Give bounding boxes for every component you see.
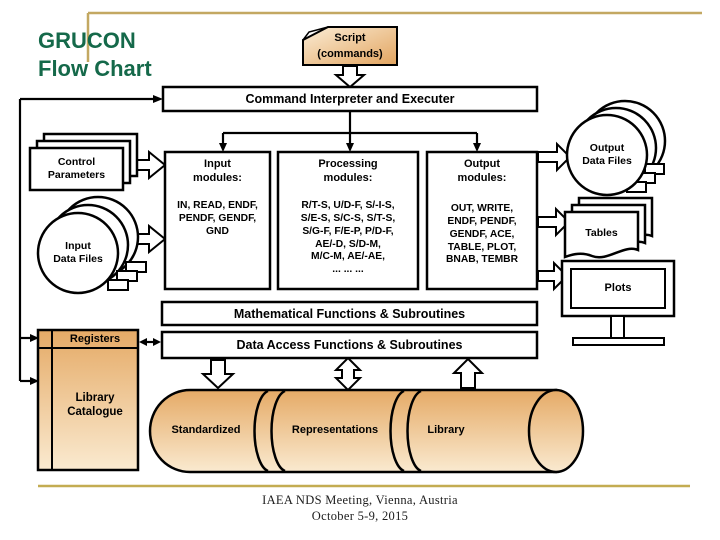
interpreter-label: Command Interpreter and Executer [245, 92, 455, 106]
left-bus-connector [18, 95, 163, 385]
arrow-script-to-interpreter [333, 65, 367, 89]
processing-modules-heading: Processing modules: [318, 158, 378, 184]
output-data-files-disks [565, 99, 667, 197]
interpreter-distribution-connector [219, 111, 481, 152]
output-modules-list: OUT, WRITE, ENDF, PENDF, GENDF, ACE, TAB… [445, 203, 519, 266]
data-access-label: Data Access Functions & Subroutines [236, 338, 463, 352]
arrow-output-to-tables [537, 206, 571, 238]
cylinder-representations-label: Representations [291, 424, 379, 436]
math-functions-label: Mathematical Functions & Subroutines [233, 307, 466, 321]
output-modules-box [425, 150, 539, 291]
library-catalogue-label: Library Catalogue [67, 392, 123, 419]
storage-cylinder [148, 388, 585, 474]
plots-label: Plots [604, 282, 632, 294]
gold-border-lines [38, 11, 702, 488]
interpreter-box [161, 85, 539, 113]
cylinder-library-label: Library [427, 424, 465, 436]
registers-label: Registers [69, 333, 121, 345]
control-parameters-label: Control Parameters [47, 156, 106, 182]
arrow-output-to-datafiles [537, 141, 572, 173]
input-modules-box [163, 150, 272, 291]
input-modules-list: IN, READ, ENDF, PENDF, GENDF, GND [177, 200, 258, 237]
arrow-output-to-plots [537, 260, 569, 292]
arrow-cylinder-to-dataaccess [451, 357, 485, 389]
control-parameters-stack [28, 132, 139, 192]
output-data-files-label: Output Data Files [582, 142, 632, 168]
registers-box [36, 328, 140, 472]
tables-documents [563, 196, 654, 259]
processing-modules-box [276, 150, 420, 291]
arrow-cylinder-bidirectional [333, 356, 363, 392]
data-access-box [160, 330, 539, 360]
footer-text: IAEA NDS Meeting, Vienna, Austria Octobe… [262, 493, 458, 524]
tables-label: Tables [585, 227, 618, 239]
cylinder-standardized-label: Standardized [171, 424, 241, 436]
input-data-files-disks [36, 195, 147, 295]
slide-title: GRUCON Flow Chart [38, 28, 152, 82]
arrow-dataaccess-to-cylinder [200, 359, 236, 390]
module-boxes [163, 150, 539, 291]
registers-dataaccess-arrow [139, 338, 161, 346]
plots-monitor [560, 259, 676, 346]
script-label: Script (commands) [317, 32, 383, 60]
processing-modules-list: R/T-S, U/D-F, S/-I-S, S/E-S, S/C-S, S/T-… [300, 200, 396, 276]
input-modules-heading: Input modules: [193, 158, 242, 184]
math-functions-box [160, 300, 539, 327]
output-modules-heading: Output modules: [457, 158, 507, 184]
input-data-files-label: Input Data Files [53, 240, 103, 266]
